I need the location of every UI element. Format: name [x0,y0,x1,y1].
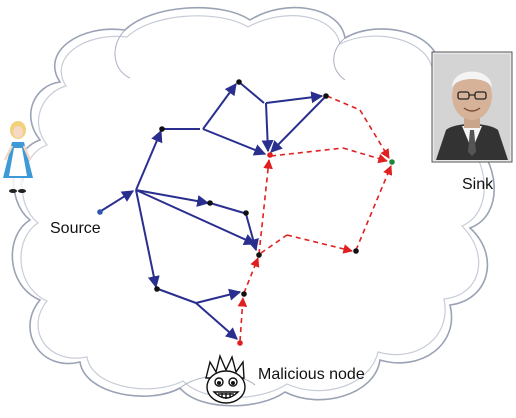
source-node [97,209,103,215]
nodes [97,79,395,346]
edge-n3-n6 [238,81,265,104]
edge-n5-n9 [245,213,259,252]
edge-n10-n11 [195,288,242,304]
node [159,126,165,132]
edge-n6-n7 [265,91,324,104]
node [243,210,249,216]
node [207,200,213,206]
node [353,248,359,254]
edge-n15-sink [359,109,390,159]
edge-n2-red [202,128,267,156]
cloud-bump-top-left [114,29,131,79]
compromised-node [267,152,273,158]
elderly-man-portrait [431,51,513,163]
sink-label: Sink [462,176,494,193]
cloud-outline-inner [20,15,485,399]
edge-hub-n1 [135,129,163,191]
edge-n10-mal [195,302,238,340]
edge-n12-n13 [286,234,353,254]
edge-mal-n11 [237,297,248,342]
malicious-node-label: Malicious node [258,366,365,383]
blue-edges [100,81,327,340]
edge-hub-n5 [135,189,257,246]
edge-n13-sink [355,165,393,251]
node [323,93,329,99]
edge-n9-red [258,159,273,255]
source-label: Source [50,220,101,237]
edge-n11-n9 [243,257,260,294]
node [241,291,247,297]
node [154,286,160,292]
edge-n6-red [261,102,274,153]
network-cloud [11,6,495,407]
cloud-bump-top-right [333,37,346,81]
edge-red-n14 [270,147,344,157]
edge-n4-n5 [209,202,245,214]
cartoon-face-icon [205,353,246,404]
edge-hub-n8 [135,189,160,289]
girl-in-blue-dress-figure [3,121,33,193]
cloud-outline-outer [11,6,495,407]
edge-n7-red [270,95,327,153]
sink-node [389,159,395,165]
edge-n14-sink [342,147,388,164]
red-dashed-edges [237,95,393,342]
edge-n9-n12 [260,234,288,254]
node [236,79,242,85]
edge-n2-n3 [202,83,237,130]
edge-n8-n10 [157,288,197,304]
edge-source-hub [100,190,135,212]
edge-hub-n4 [135,189,210,207]
node [256,252,262,258]
edge-n7-n15 [326,95,361,111]
malicious-node-point [237,340,243,346]
